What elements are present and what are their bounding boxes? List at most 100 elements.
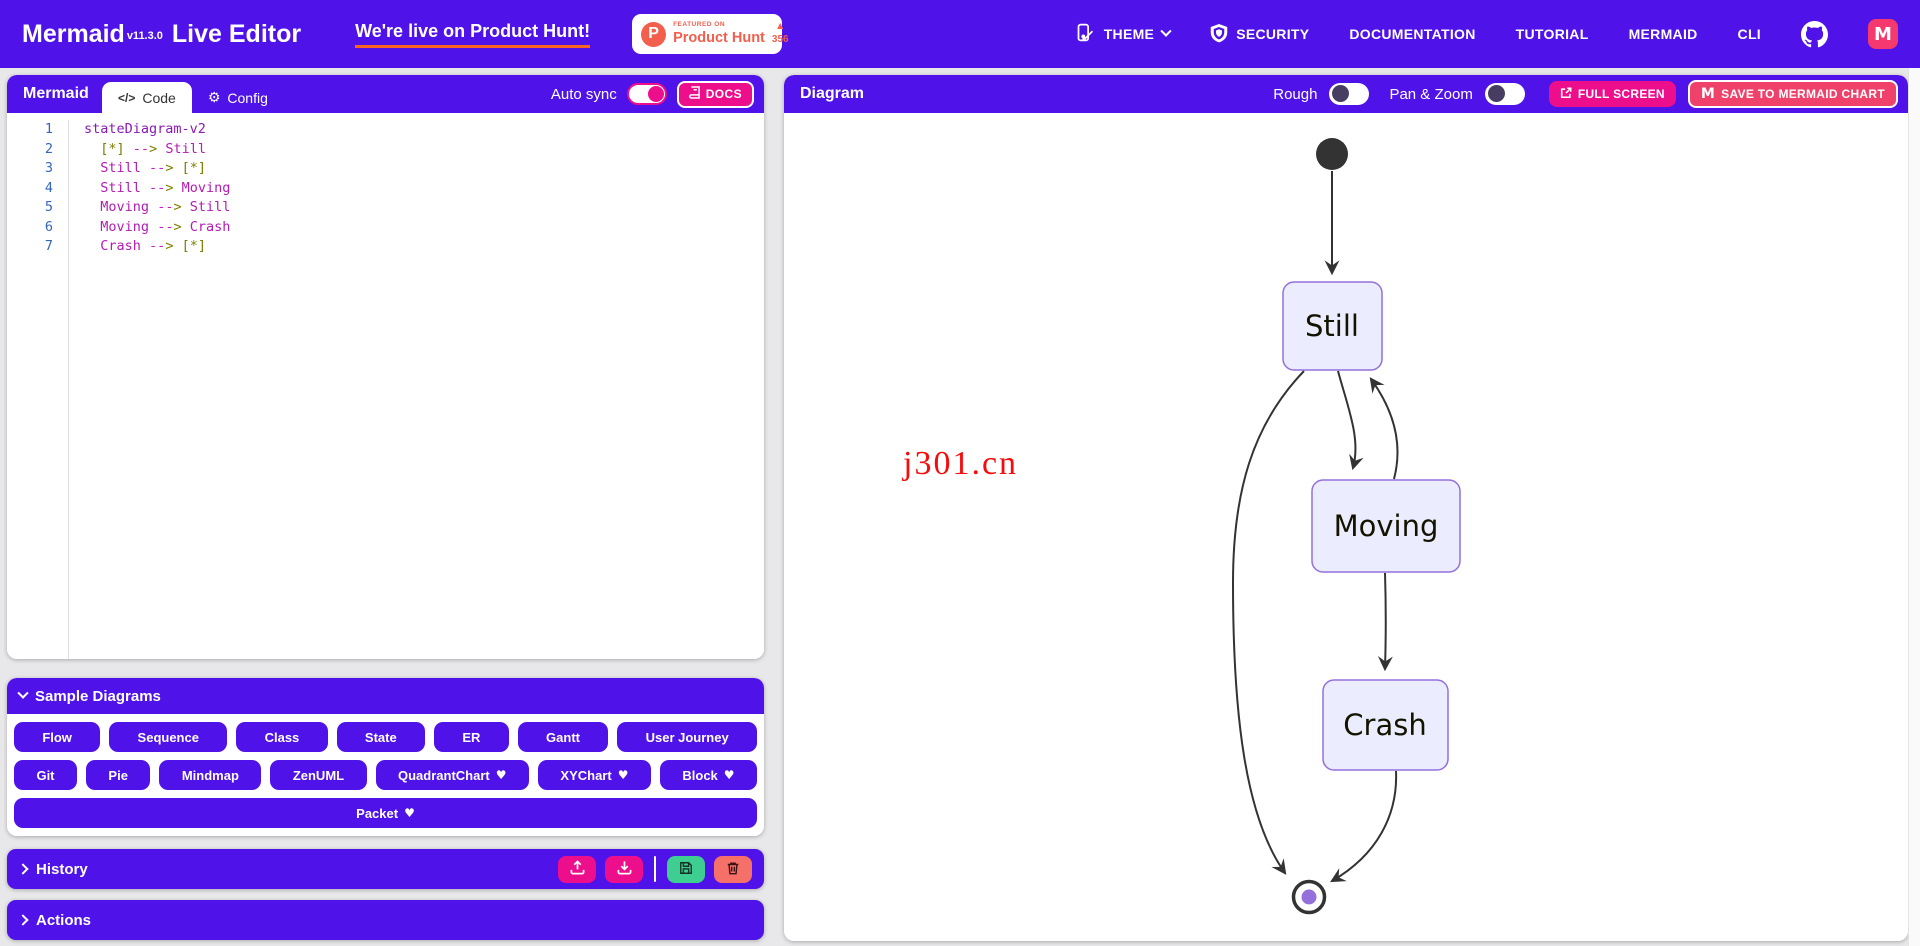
sample-mindmap-button[interactable]: Mindmap [159, 760, 262, 790]
auto-sync-label: Auto sync [550, 85, 617, 103]
docs-book-icon [688, 86, 700, 102]
sample-diagrams-panel: Sample Diagrams Flow Sequence Class State ER… [7, 678, 764, 836]
sample-er-button[interactable]: ER [434, 722, 509, 752]
download-history-button[interactable] [605, 855, 643, 883]
diagram-panel: Diagram Rough Pan & Zoom FULL SCREEN M S… [784, 75, 1908, 941]
edge-still-end [1231, 370, 1305, 875]
divider [654, 856, 656, 882]
sample-block-button[interactable]: Block♥ [659, 760, 757, 790]
state-node-crash [1322, 679, 1449, 771]
brand-name: Mermaid [22, 19, 125, 48]
sample-quadrantchart-button[interactable]: QuadrantChart♥ [375, 760, 529, 790]
download-icon [617, 860, 632, 878]
sample-state-button[interactable]: State [336, 722, 426, 752]
product-hunt-link[interactable]: We're live on Product Hunt! [355, 21, 591, 48]
sample-diagrams-title: Sample Diagrams [35, 687, 161, 705]
sample-diagrams-header[interactable]: Sample Diagrams [7, 678, 764, 714]
rough-label: Rough [1273, 85, 1318, 103]
page-scrollbar[interactable] [1908, 68, 1920, 946]
editor-panel: Mermaid </> Code ⚙ Config Auto sync [7, 75, 764, 659]
code-line: Crash --> [*] [100, 238, 206, 254]
shield-icon [1210, 23, 1228, 46]
theme-icon [1075, 22, 1096, 46]
code-line: Still --> Moving [100, 179, 231, 196]
sample-packet-button[interactable]: Packet♥ [14, 798, 757, 828]
sample-xychart-button[interactable]: XYChart♥ [537, 760, 651, 790]
sample-gantt-button[interactable]: Gantt [517, 722, 609, 752]
line-number: 4 [44, 179, 53, 196]
heart-icon: ♥ [404, 806, 415, 820]
github-icon[interactable] [1801, 20, 1828, 48]
sample-class-button[interactable]: Class [236, 722, 328, 752]
sample-sequence-button[interactable]: Sequence [109, 722, 228, 752]
final-state-node [1291, 879, 1327, 915]
nav-theme[interactable]: THEME [1075, 22, 1172, 46]
nav-mermaid[interactable]: MERMAID [1628, 26, 1698, 42]
line-number: 6 [44, 218, 53, 235]
auto-sync-toggle[interactable] [626, 83, 667, 105]
code-line: Still --> [*] [100, 160, 206, 176]
chevron-down-icon [1160, 25, 1172, 37]
line-number: 3 [44, 160, 53, 176]
state-label-crash: Crash [1343, 708, 1426, 742]
actions-title: Actions [36, 911, 92, 929]
nav-cli[interactable]: CLI [1737, 26, 1761, 42]
full-screen-button[interactable]: FULL SCREEN [1548, 81, 1676, 107]
upload-history-button[interactable] [558, 855, 596, 883]
initial-state-node [1316, 138, 1348, 170]
product-hunt-logo-icon: P [641, 21, 667, 47]
diagram-panel-title: Diagram [800, 85, 865, 102]
line-number: 1 [44, 121, 53, 137]
save-icon [679, 861, 693, 878]
state-node-still [1282, 281, 1383, 371]
code-line: stateDiagram-v2 [84, 121, 206, 137]
history-title: History [36, 860, 88, 878]
heart-icon: ♥ [723, 768, 735, 782]
code-line: Moving --> Still [100, 199, 231, 215]
vote-count: 356 [771, 34, 789, 45]
code-content: stateDiagram-v2 [*] --> Still Still --> … [69, 120, 230, 659]
brand-version: v11.3.0 [126, 29, 163, 42]
sample-user-journey-button[interactable]: User Journey [617, 722, 758, 752]
sample-flow-button[interactable]: Flow [14, 722, 101, 752]
nav-tutorial[interactable]: TUTORIAL [1515, 26, 1589, 42]
state-node-moving [1311, 479, 1461, 573]
nav-documentation[interactable]: DOCUMENTATION [1349, 26, 1476, 42]
tab-config[interactable]: ⚙ Config [207, 89, 268, 106]
edge-moving-still [1369, 377, 1399, 480]
app-logo[interactable]: Mermaid v11.3.0 Live Editor [22, 20, 301, 49]
badge-featured-label: FEATURED ON [673, 20, 726, 28]
upload-icon [570, 860, 585, 878]
diagram-canvas: j301.cn Still [784, 113, 1908, 941]
code-line: [*] --> Still [100, 140, 206, 157]
watermark: j301.cn [903, 445, 1019, 482]
nav-security[interactable]: SECURITY [1210, 23, 1309, 46]
product-hunt-badge[interactable]: P FEATURED ON Product Hunt ▲ 356 [632, 14, 789, 54]
code-editor[interactable]: 1 2 3 4 5 6 7 stateDiagram-v2 [*] --> Still St… [7, 113, 764, 659]
actions-bar[interactable]: Actions [7, 900, 764, 940]
rough-toggle[interactable] [1329, 83, 1370, 105]
line-number: 5 [44, 199, 53, 215]
save-history-button[interactable] [667, 855, 705, 883]
line-number: 2 [44, 140, 53, 157]
state-label-moving: Moving [1334, 509, 1439, 543]
code-icon: </> [118, 90, 136, 105]
docs-button[interactable]: DOCS [676, 80, 754, 108]
history-bar[interactable]: History [7, 849, 764, 889]
gears-icon: ⚙ [207, 89, 221, 106]
trash-icon [726, 861, 740, 878]
sample-git-button[interactable]: Git [14, 760, 77, 790]
edge-crash-end [1330, 770, 1398, 883]
delete-history-button[interactable] [714, 855, 752, 883]
sample-pie-button[interactable]: Pie [85, 760, 151, 790]
save-to-mermaid-chart-button[interactable]: M SAVE TO MERMAID CHART [1687, 80, 1898, 108]
tab-code[interactable]: </> Code [102, 82, 192, 113]
edge-still-moving [1337, 370, 1364, 471]
line-numbers: 1 2 3 4 5 6 7 [7, 120, 69, 659]
pan-zoom-label: Pan & Zoom [1389, 85, 1473, 103]
mermaid-chart-icon[interactable]: M [1868, 19, 1898, 49]
sample-zenuml-button[interactable]: ZenUML [270, 760, 367, 790]
line-number: 7 [44, 238, 53, 254]
editor-panel-title: Mermaid [23, 85, 89, 102]
pan-zoom-toggle[interactable] [1484, 83, 1525, 105]
